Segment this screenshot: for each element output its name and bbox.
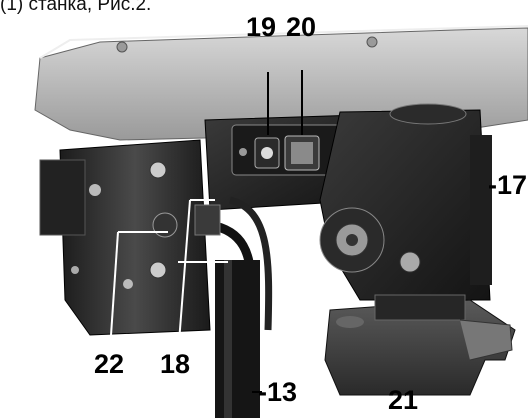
figure-caption: (1) станка, Рис.2. xyxy=(0,0,152,15)
callout-19: 19 xyxy=(246,12,277,42)
callout-17: -17 xyxy=(488,170,528,200)
knob-22 xyxy=(152,212,178,238)
callout-21: 21 xyxy=(388,385,419,415)
callout-20: 20 xyxy=(286,12,317,42)
callout-18: 18 xyxy=(160,349,191,379)
callout-22: 22 xyxy=(94,349,125,379)
column xyxy=(215,260,260,418)
callout-13: -13 xyxy=(258,377,298,407)
